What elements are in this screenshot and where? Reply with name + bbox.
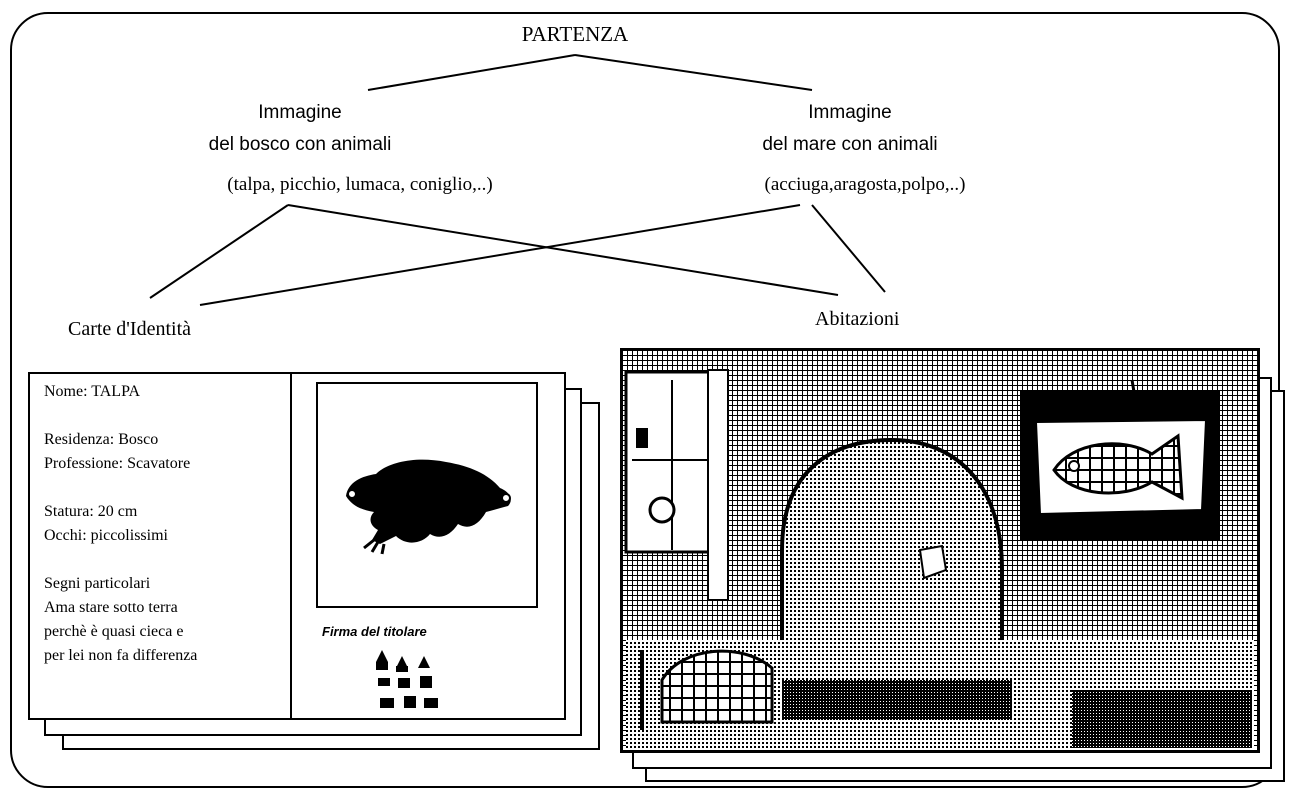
id-residence: Residenza: Bosco (44, 431, 159, 448)
id-eyes: Occhi: piccolissimi (44, 527, 168, 544)
id-height: Statura: 20 cm (44, 503, 138, 520)
id-card-text: Nome: TALPA Residenza: Bosco Professione… (44, 380, 197, 668)
paw-prints-icon (376, 650, 438, 708)
root-label: PARTENZA (521, 22, 629, 46)
id-card: Nome: TALPA Residenza: Bosco Professione… (28, 372, 566, 720)
right-branch-line1: Immagine (808, 102, 892, 123)
id-marks-3: per lei non fa differenza (44, 647, 198, 664)
id-name: Nome: TALPA (44, 383, 141, 400)
houses-label: Abitazioni (815, 308, 900, 330)
signature-label: Firma del titolare (322, 624, 427, 639)
id-profession: Professione: Scavatore (44, 455, 191, 472)
underground-den-icon (624, 369, 1254, 750)
left-branch-label: Immagine del bosco con animali (150, 97, 450, 161)
left-branch-line1: Immagine (258, 102, 342, 123)
id-marks-title: Segni particolari (44, 575, 151, 592)
left-branch-line2: del bosco con animali (208, 134, 392, 155)
id-marks-2: perchè è quasi cieca e (44, 623, 184, 640)
id-card-divider (290, 372, 292, 720)
id-cards-label: Carte d'Identità (68, 318, 191, 340)
right-branch-line2: del mare con animali (762, 134, 938, 155)
id-photo (316, 382, 538, 608)
house-picture (620, 348, 1260, 753)
id-marks-1: Ama stare sotto terra (44, 599, 178, 616)
mole-icon (346, 459, 511, 555)
right-branch-label: Immagine del mare con animali (700, 97, 1000, 161)
left-branch-examples: (talpa, picchio, lumaca, coniglio,..) (227, 174, 493, 195)
right-branch-examples: (acciuga,aragosta,polpo,..) (764, 174, 966, 195)
